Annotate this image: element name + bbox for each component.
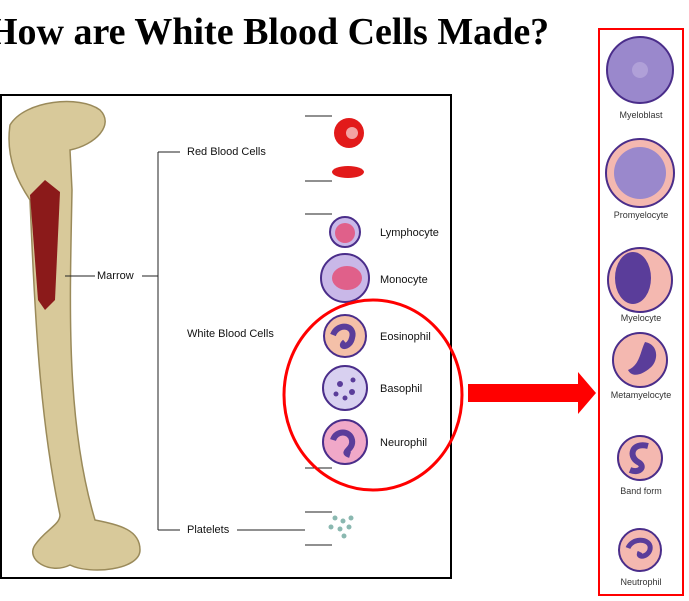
label-red-blood-cells: Red Blood Cells: [187, 146, 266, 158]
monocyte-icon: [320, 253, 370, 303]
stage-label: Myeloblast: [619, 110, 663, 120]
label-basophil: Basophil: [380, 383, 423, 395]
stage-label: Neutrophil: [620, 577, 662, 587]
myeloblast-icon: [606, 36, 674, 104]
marrow-region: [30, 180, 60, 310]
label-neurophil: Neurophil: [380, 437, 428, 449]
label-white-blood-cells: White Blood Cells: [187, 328, 274, 340]
femur-bone-icon: [8, 100, 141, 571]
label-monocyte: Monocyte: [380, 274, 428, 286]
label-platelets: Platelets: [187, 524, 230, 536]
eosinophil-icon: [323, 314, 367, 358]
band-form-icon: [617, 435, 663, 481]
promyelocyte-icon: [605, 138, 675, 208]
basophil-icon: [322, 365, 368, 411]
myelocyte-icon: [607, 247, 673, 313]
platelets-icon: [328, 515, 354, 539]
red-blood-cell-side-icon: [332, 166, 364, 178]
diagram-frame: [0, 94, 452, 579]
label-lymphocyte: Lymphocyte: [380, 227, 439, 239]
label-eosinophil: Eosinophil: [380, 331, 431, 343]
maturation-panel: [598, 28, 684, 596]
metamyelocyte-icon: [612, 332, 668, 388]
label-marrow: Marrow: [97, 270, 134, 282]
lymphocyte-icon: [329, 216, 361, 248]
stage-label: Band form: [620, 486, 662, 496]
tree-lines: [65, 115, 332, 546]
neutrophil-stage-icon: [618, 528, 662, 572]
stage-label: Myelocyte: [620, 313, 662, 323]
neutrophil-icon: [322, 419, 368, 465]
stage-label: Promyelocyte: [613, 210, 669, 220]
page-title: How are White Blood Cells Made?: [0, 11, 550, 53]
right-arrow-icon: [468, 372, 596, 414]
highlight-circle: [282, 298, 464, 492]
stage-label: Metamyelocyte: [610, 390, 672, 400]
